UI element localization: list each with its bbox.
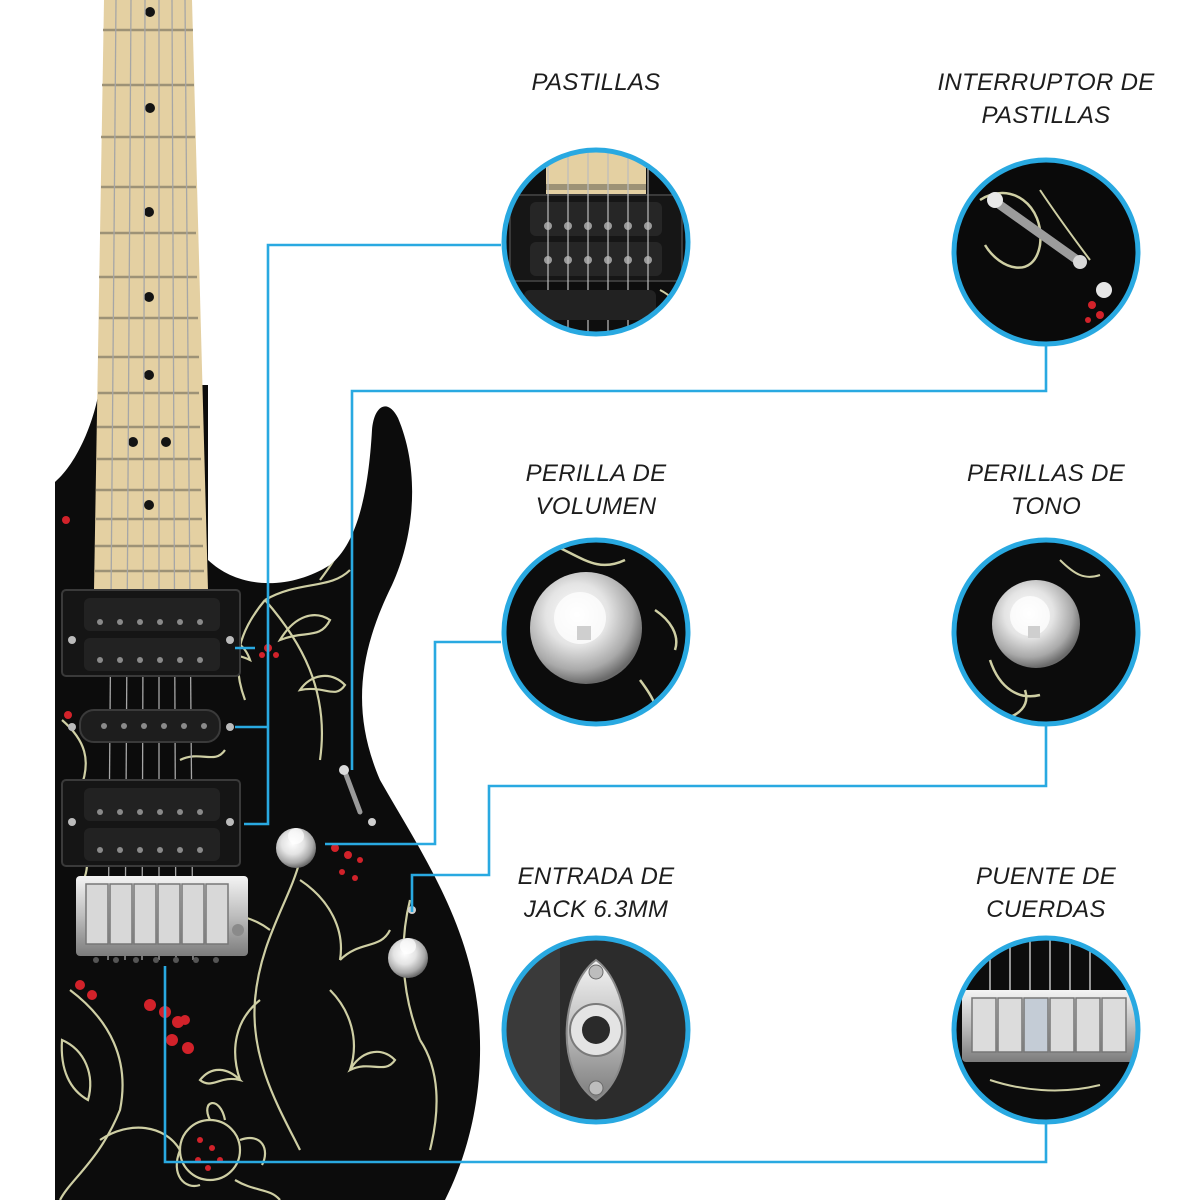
neck-humbucker [61,589,241,677]
pickup-selector-switch [339,765,376,826]
caption-pickups: PASTILLAS [446,66,746,99]
caption-jack-input: ENTRADA DE JACK 6.3MM [446,860,746,926]
tremolo-bridge [76,876,248,963]
guitar-knobs [276,828,428,978]
middle-single-coil [68,709,234,743]
pickup-switch-closeup [951,157,1141,347]
bridge-closeup [951,935,1141,1125]
caption-line: JACK 6.3MM [523,896,669,923]
caption-tone-knobs: PERILLAS DE TONO [896,457,1196,523]
volume-knob-closeup [501,537,691,727]
tone-knobs-closeup [951,537,1141,727]
caption-line: ENTRADA DE [517,863,675,890]
caption-line: VOLUMEN [535,493,657,520]
guitar-neck [94,0,208,961]
caption-pickup-switch: INTERRUPTOR DE PASTILLAS [896,66,1196,132]
caption-line: TONO [1010,493,1082,520]
caption-line: PERILLA DE [525,460,667,487]
caption-volume-knob: PERILLA DE VOLUMEN [446,457,746,523]
caption-bridge: PUENTE DE CUERDAS [896,860,1196,926]
caption-line: PUENTE DE [975,863,1117,890]
caption-line: PASTILLAS [531,69,661,96]
caption-line: INTERRUPTOR DE [937,69,1155,96]
pickups-closeup [501,147,691,337]
caption-line: CUERDAS [986,896,1106,923]
jack-input-closeup [501,935,691,1125]
bridge-humbucker [61,779,241,867]
callout-lines [163,243,1048,1164]
caption-line: PASTILLAS [981,102,1111,129]
caption-line: PERILLAS DE [966,460,1126,487]
